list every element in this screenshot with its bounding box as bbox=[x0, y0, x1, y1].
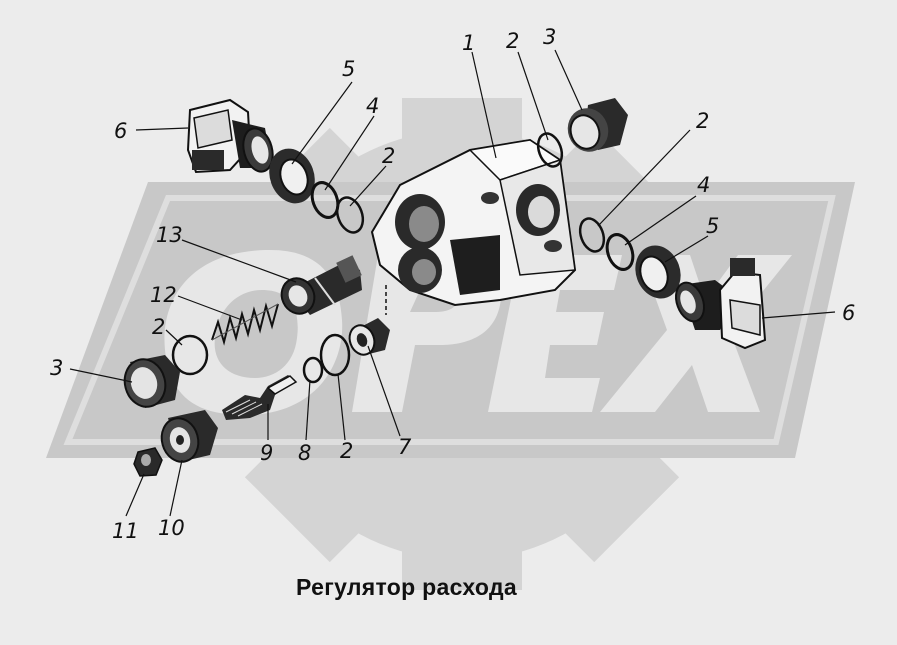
adjusting-screw bbox=[222, 375, 298, 420]
callout-7: 7 bbox=[398, 435, 412, 459]
elbow-fitting-right bbox=[674, 258, 767, 350]
callout-1: 1 bbox=[462, 31, 475, 55]
callout-10: 10 bbox=[158, 516, 185, 540]
parts bbox=[123, 98, 767, 477]
callout-2: 2 bbox=[506, 29, 519, 53]
sleeve bbox=[348, 318, 390, 356]
small-ring bbox=[302, 356, 324, 384]
o-ring-mid-left bbox=[171, 334, 209, 376]
callout-4: 4 bbox=[697, 173, 710, 197]
diagram-caption: Регулятор расхода bbox=[296, 574, 517, 600]
callout-2: 2 bbox=[152, 315, 165, 339]
callout-3: 3 bbox=[50, 356, 63, 380]
callout-3: 3 bbox=[543, 25, 556, 49]
callout-4: 4 bbox=[366, 94, 379, 118]
elbow-fitting-left bbox=[186, 98, 274, 174]
callout-11: 11 bbox=[112, 519, 139, 543]
o-ring-left bbox=[335, 196, 365, 234]
valve-spool bbox=[280, 255, 362, 315]
callout-6: 6 bbox=[114, 119, 127, 143]
callout-6: 6 bbox=[842, 301, 855, 325]
nut-left bbox=[269, 148, 315, 204]
lock-nut bbox=[133, 447, 163, 477]
callout-2: 2 bbox=[340, 439, 353, 463]
o-ring-top bbox=[536, 132, 564, 168]
callout-9: 9 bbox=[260, 441, 273, 465]
cap-plug bbox=[160, 410, 218, 463]
callout-2: 2 bbox=[696, 109, 709, 133]
callout-8: 8 bbox=[298, 441, 311, 465]
callout-labels: 1 2 3 2 4 5 6 5 4 2 6 13 12 2 3 9 8 2 7 … bbox=[50, 25, 855, 543]
o-ring-right bbox=[578, 217, 606, 253]
washer-right bbox=[605, 233, 635, 271]
leader-lines bbox=[69, 49, 836, 517]
plug-top bbox=[567, 98, 628, 152]
callout-5: 5 bbox=[342, 57, 355, 81]
callout-5: 5 bbox=[706, 214, 719, 238]
callout-12: 12 bbox=[150, 283, 177, 307]
callout-13: 13 bbox=[156, 223, 183, 247]
plug-lower-left bbox=[123, 355, 180, 408]
callout-2: 2 bbox=[382, 144, 395, 168]
spring bbox=[211, 302, 279, 346]
o-ring-bottom bbox=[319, 333, 351, 377]
washer-left bbox=[310, 181, 340, 219]
